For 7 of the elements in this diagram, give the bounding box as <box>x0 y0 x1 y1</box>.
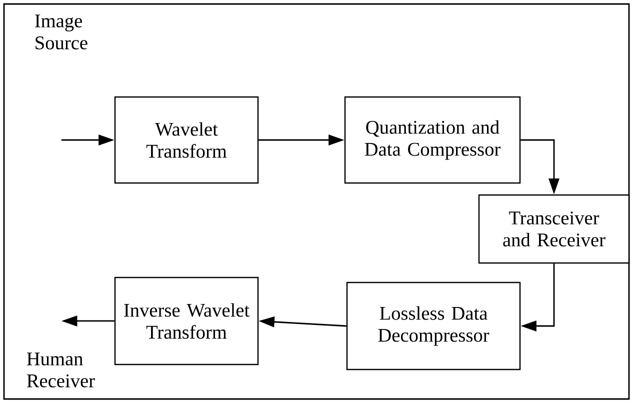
io-label: Human Receiver <box>26 352 95 388</box>
process-box: Lossless Data Decompressor <box>346 282 521 370</box>
process-box: Inverse Wavelet Transform <box>114 276 259 366</box>
io-label: Image Source <box>35 14 88 50</box>
process-box: Quantization and Data Compressor <box>344 96 521 184</box>
process-box: Wavelet Transform <box>114 96 259 184</box>
process-box: Transceiver and Receiver <box>478 194 630 264</box>
